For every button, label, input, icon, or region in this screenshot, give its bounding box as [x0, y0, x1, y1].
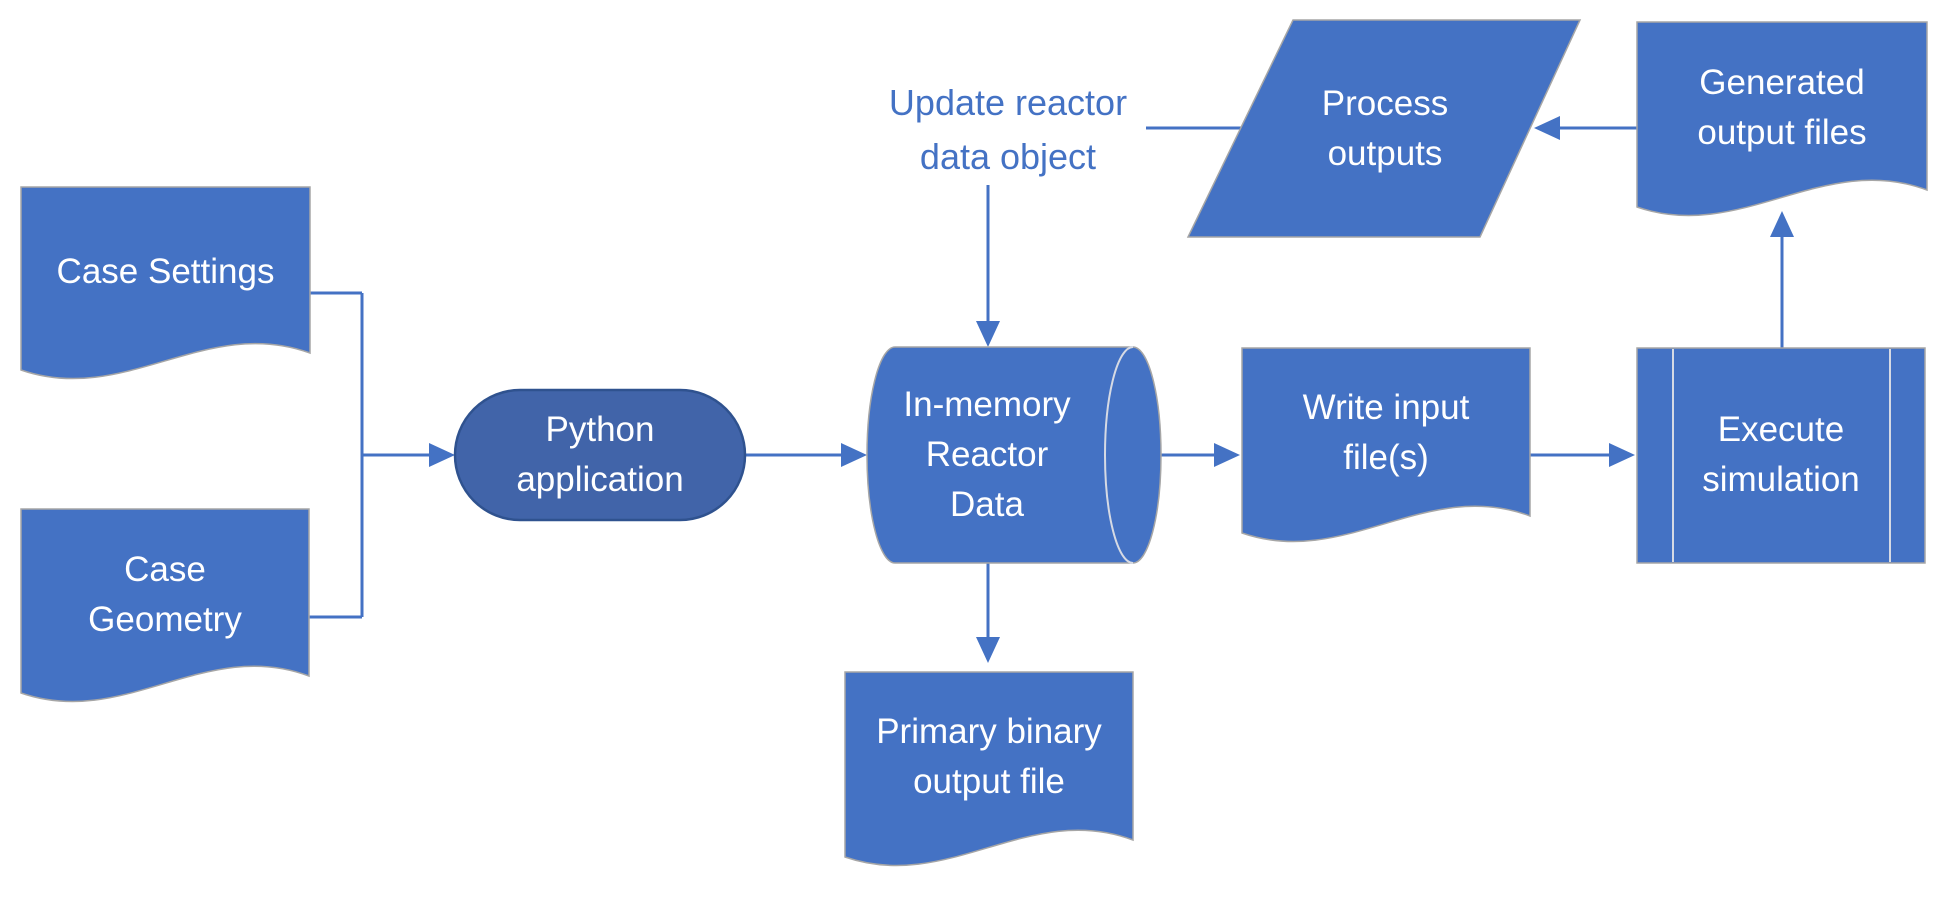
node-process-outputs-parallelogram — [1186, 19, 1582, 238]
arrow-execute-to-generated-output — [1770, 211, 1794, 348]
arrowhead-up-icon — [1770, 211, 1794, 237]
arrow-python-to-reactor-data — [745, 443, 867, 467]
arrow-generated-output-to-process-outputs — [1534, 116, 1637, 140]
arrowhead-right-icon — [841, 443, 867, 467]
node-case-settings-document — [20, 186, 311, 380]
arrowhead-right-icon — [1609, 443, 1635, 467]
node-generated-output-document — [1636, 21, 1928, 217]
process-rect — [1636, 347, 1926, 564]
arrowhead-right-icon — [429, 443, 455, 467]
arrow-update-label-to-reactor-data — [976, 185, 1000, 347]
python-application-label: Python application — [516, 410, 684, 499]
arrow-write-input-to-execute — [1530, 443, 1635, 467]
generated-output-label: Generated output files — [1697, 63, 1867, 152]
reactor-data-label: In-memory Reactor Data — [903, 385, 1071, 524]
node-python-application-rounded — [453, 388, 747, 522]
arrow-junction-to-python — [362, 443, 455, 467]
node-write-input-document — [1241, 347, 1531, 543]
process-outputs-label: Process outputs — [1321, 83, 1449, 173]
arrowhead-down-icon — [976, 321, 1000, 347]
update-reactor-annotation: Update reactor data object — [888, 82, 1128, 177]
cylinder-rim-arc — [1104, 346, 1134, 564]
node-primary-binary-document — [844, 671, 1134, 867]
arrowhead-right-icon — [1214, 443, 1240, 467]
arrowhead-left-icon — [1534, 116, 1560, 140]
node-case-geometry-document — [20, 508, 310, 703]
primary-binary-label: Primary binary output file — [876, 712, 1102, 801]
arrowhead-down-icon — [976, 637, 1000, 663]
execute-simulation-label: Execute simulation — [1702, 410, 1860, 499]
arrow-reactor-data-to-write-input — [1161, 443, 1240, 467]
arrow-reactor-data-to-primary-binary — [976, 563, 1000, 663]
case-geometry-label: Case Geometry — [88, 550, 242, 639]
node-execute-simulation-predefined-process — [1636, 347, 1926, 564]
write-input-label: Write input file(s) — [1302, 388, 1470, 477]
case-settings-label: Case Settings — [56, 252, 275, 291]
